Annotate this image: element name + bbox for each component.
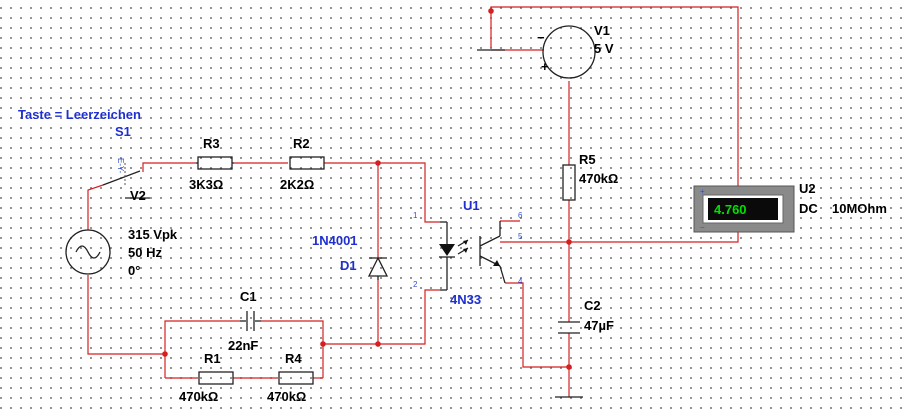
v1-ref: V1 <box>594 23 610 38</box>
switch-key-mark: E-Y- <box>116 158 125 174</box>
resistor-r3[interactable]: R3 3K3Ω <box>189 136 234 192</box>
meter-display <box>708 198 778 220</box>
c1-value: 22nF <box>228 338 258 353</box>
c1-ref: C1 <box>240 289 257 304</box>
svg-text:+: + <box>700 187 705 196</box>
opto-pin-6: 6 <box>518 211 523 220</box>
c2-value: 47µF <box>584 318 614 333</box>
junctions <box>162 8 572 370</box>
r2-ref: R2 <box>293 136 310 151</box>
v1-plus: + <box>541 59 549 74</box>
switch-s1[interactable]: Taste = Leerzeichen S1 E-Y- <box>18 107 150 199</box>
c2-ref: C2 <box>584 298 601 313</box>
r4-value: 470kΩ <box>267 389 306 404</box>
v2-phase: 0° <box>128 263 140 278</box>
r2-value: 2K2Ω <box>280 177 314 192</box>
dc-source-v1[interactable]: − + V1 5 V <box>537 23 614 79</box>
v2-frequency: 50 Hz <box>128 245 162 260</box>
opto-ref: U1 <box>463 198 480 213</box>
v1-minus: − <box>537 30 545 45</box>
meter-ref: U2 <box>799 181 816 196</box>
meter-impedance: 10MOhm <box>832 201 887 216</box>
meter-mode: DC <box>799 201 818 216</box>
resistor-r5[interactable]: R5 470kΩ <box>562 152 618 201</box>
opto-pin-5: 5 <box>518 232 523 241</box>
v2-amplitude: 315 Vpk <box>128 227 178 242</box>
capacitor-c1[interactable]: C1 22nF <box>228 289 261 353</box>
resistor-r4[interactable]: R4 470kΩ <box>267 351 314 404</box>
opto-pin-4: 4 <box>518 277 523 286</box>
ground-symbols <box>477 49 583 398</box>
v1-value: 5 V <box>594 41 614 56</box>
opto-pin-1: 1 <box>413 211 418 220</box>
ac-source-v2[interactable]: V2 315 Vpk 50 Hz 0° <box>65 188 178 278</box>
capacitor-c2[interactable]: C2 47µF <box>558 298 614 334</box>
diode-d1[interactable]: 1N4001 D1 <box>312 233 389 280</box>
optocoupler-u1[interactable]: U1 4N33 1 2 4 5 6 <box>413 198 523 307</box>
switch-key-note: Taste = Leerzeichen <box>18 107 141 122</box>
v2-ref: V2 <box>130 188 146 203</box>
svg-text:−: − <box>700 223 705 232</box>
r5-ref: R5 <box>579 152 596 167</box>
r1-ref: R1 <box>204 351 221 366</box>
r4-ref: R4 <box>285 351 302 366</box>
switch-ref: S1 <box>115 124 131 139</box>
wires <box>87 6 739 397</box>
r3-ref: R3 <box>203 136 220 151</box>
r1-value: 470kΩ <box>179 389 218 404</box>
meter-reading: 4.760 <box>714 202 747 217</box>
opto-pin-2: 2 <box>413 280 418 289</box>
switch-blade <box>102 170 141 186</box>
r5-value: 470kΩ <box>579 171 618 186</box>
resistor-r2[interactable]: R2 2K2Ω <box>280 136 325 192</box>
r3-value: 3K3Ω <box>189 177 223 192</box>
opto-part: 4N33 <box>450 292 481 307</box>
voltmeter-u2[interactable]: 4.760 + − U2 DC 10MOhm <box>693 181 887 233</box>
diode-part: 1N4001 <box>312 233 358 248</box>
resistor-r1[interactable]: R1 470kΩ <box>179 351 234 404</box>
diode-ref: D1 <box>340 258 357 273</box>
